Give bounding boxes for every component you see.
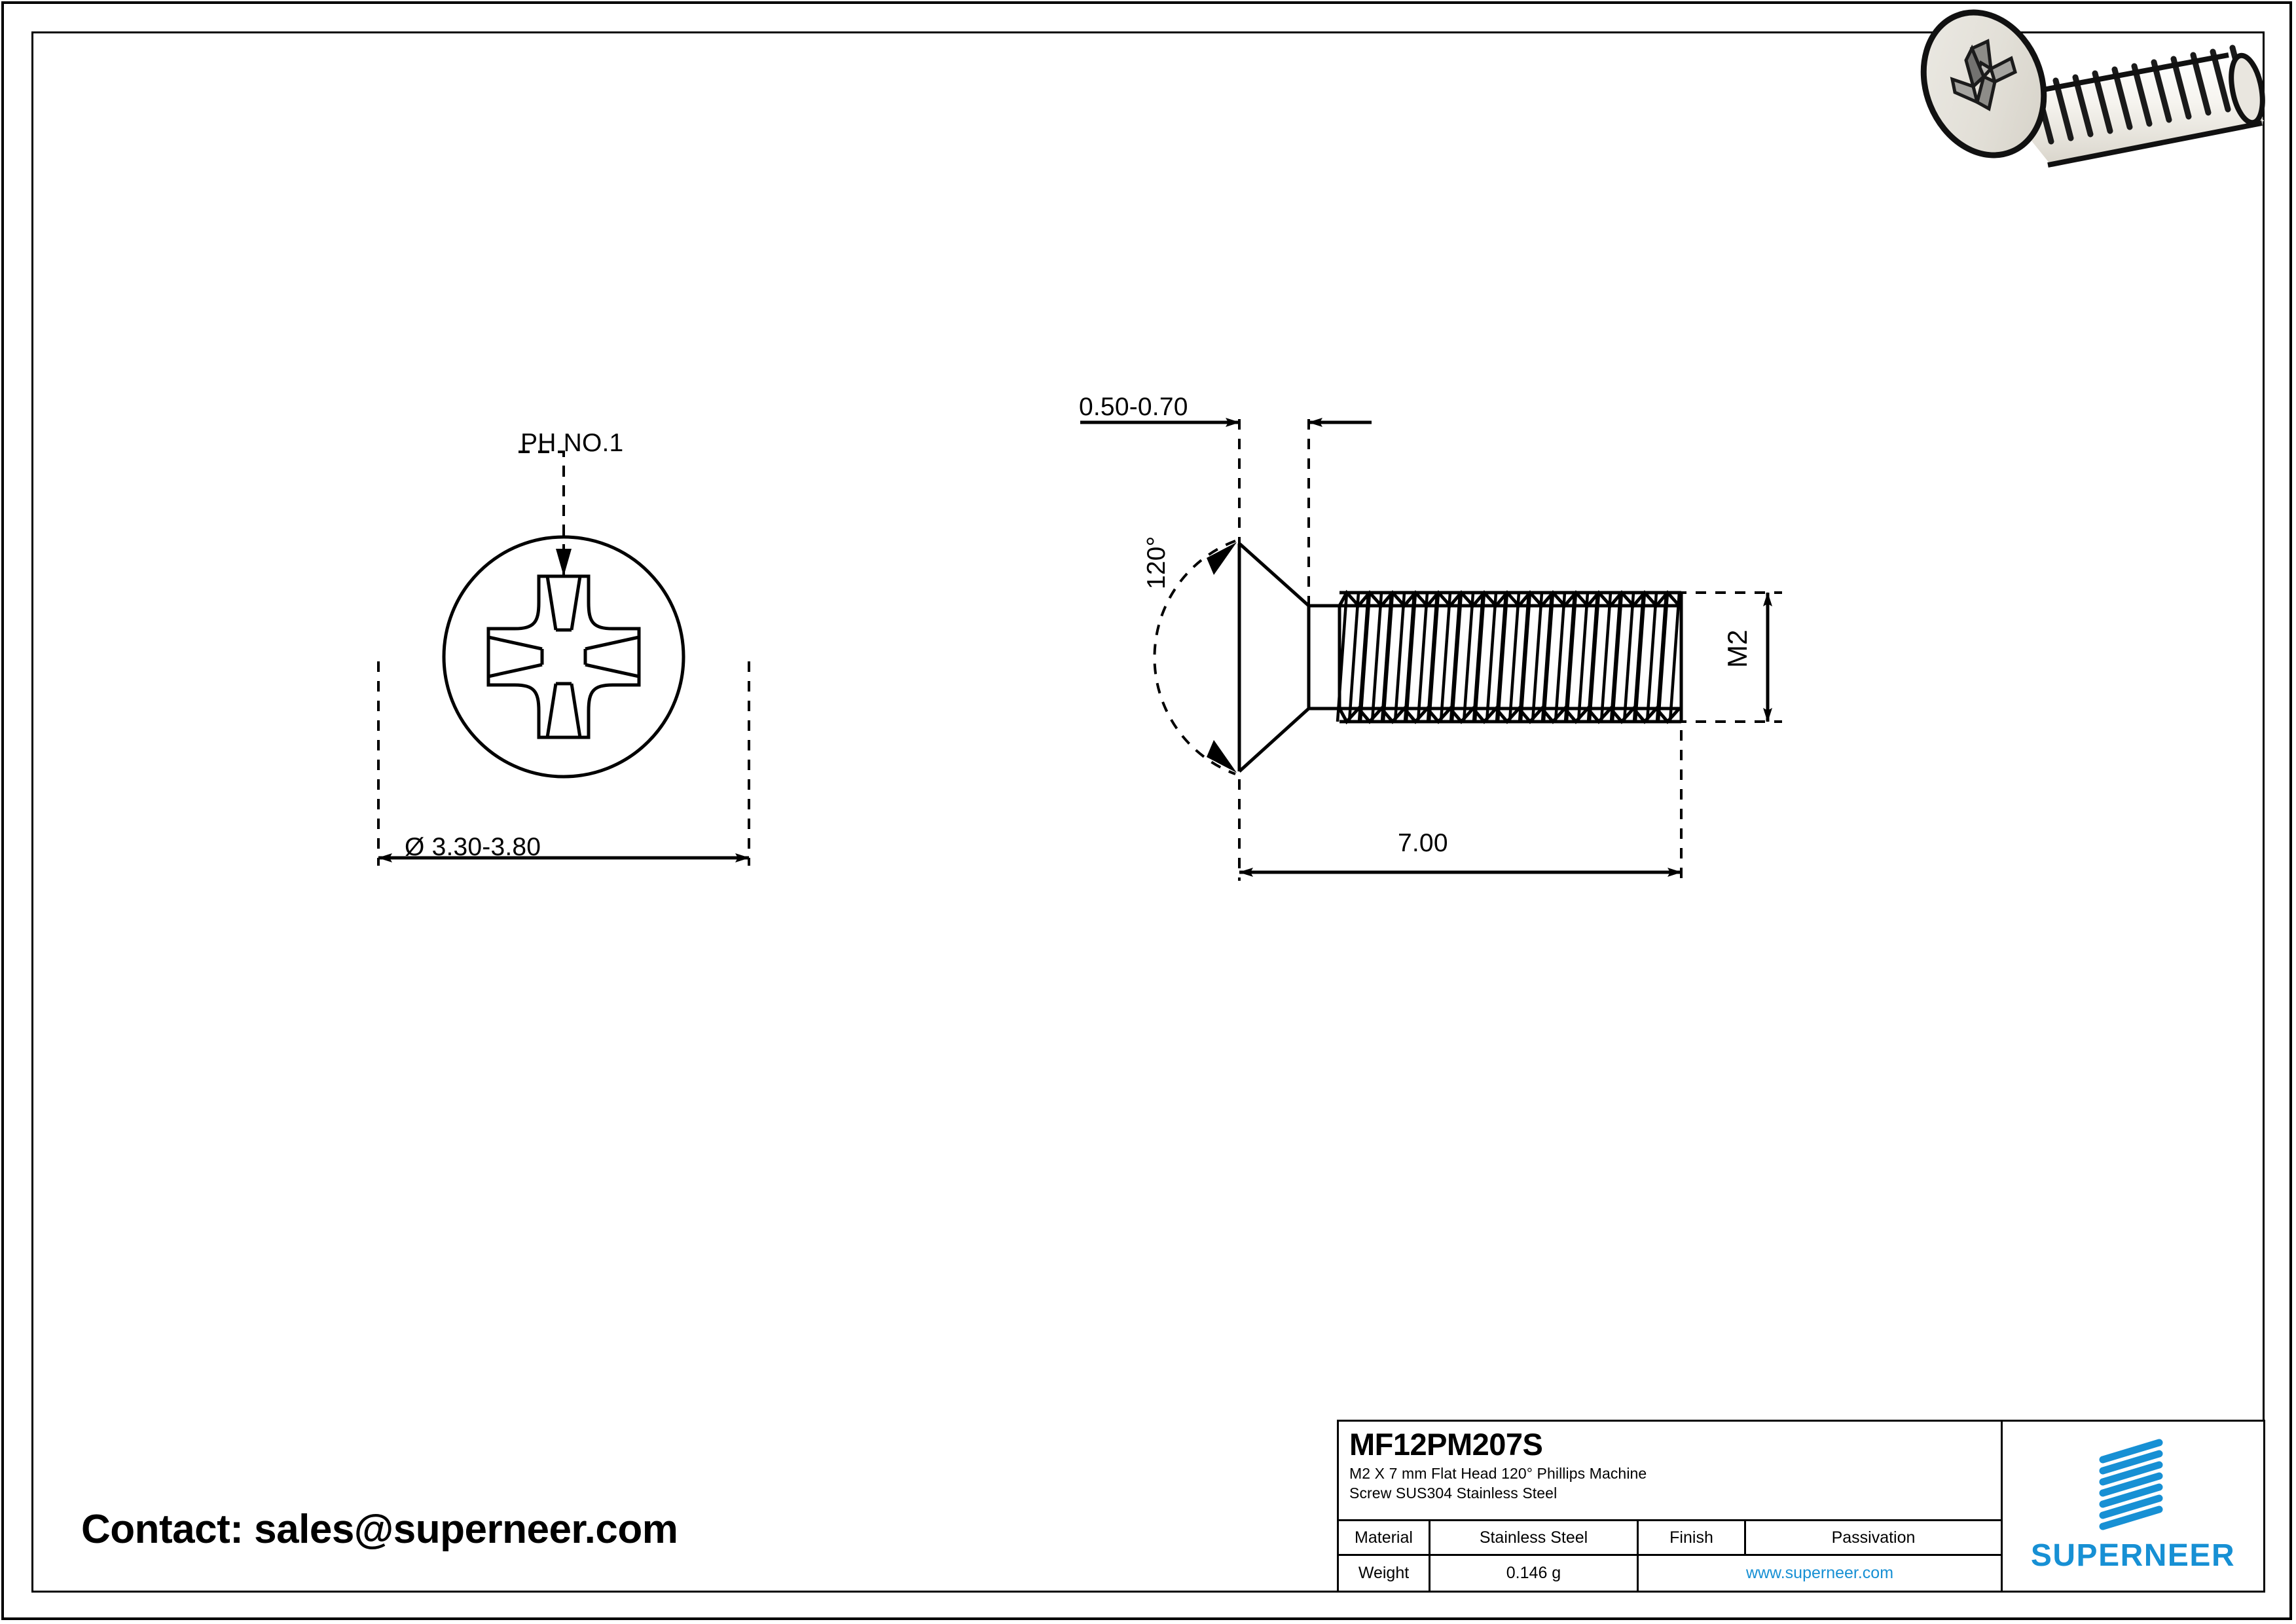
length-label: 7.00: [1398, 829, 1448, 857]
spec-row-weight: Weight 0.146 g www.superneer.com: [1339, 1556, 2001, 1591]
thread-crest-profile: [1338, 589, 1681, 725]
contact-text: Contact: sales@superneer.com: [81, 1507, 678, 1552]
part-number: MF12PM207S: [1349, 1427, 1543, 1462]
angle-arrow-top: [1207, 542, 1237, 575]
front-view-group: [377, 451, 750, 866]
weight-label: Weight: [1339, 1556, 1430, 1591]
brand-name: SUPERNEER: [2030, 1538, 2236, 1573]
superneer-logo-icon: [2099, 1439, 2163, 1530]
drawing-frame-inner: [31, 31, 2265, 1593]
phillips-recess: [486, 574, 641, 739]
drive-callout-label: PH NO.1: [520, 429, 624, 457]
title-block: MF12PM207S M2 X 7 mm Flat Head 120° Phil…: [1337, 1420, 2265, 1593]
head-diameter-label: Ø 3.30-3.80: [405, 833, 541, 861]
diameter-extension-lines: [377, 661, 750, 866]
side-view-group: [1080, 418, 1782, 881]
thread-helix-lines: [1336, 592, 1681, 722]
part-description-section: MF12PM207S M2 X 7 mm Flat Head 120° Phil…: [1339, 1422, 2001, 1521]
length-extension-lines: [1238, 730, 1683, 881]
countersunk-head-profile: [1237, 542, 1341, 773]
material-label: Material: [1339, 1521, 1430, 1554]
thread-size-label: M2: [1722, 629, 1753, 668]
material-value: Stainless Steel: [1430, 1521, 1639, 1554]
brand-panel: SUPERNEER: [2003, 1422, 2263, 1591]
weight-value: 0.146 g: [1430, 1556, 1639, 1591]
website-link[interactable]: www.superneer.com: [1745, 1564, 1894, 1582]
head-thickness-extensions: [1238, 419, 1310, 612]
part-description-line-1: M2 X 7 mm Flat Head 120° Phillips Machin…: [1349, 1465, 1647, 1483]
ph-callout-arrow: [556, 549, 572, 576]
finish-label: Finish: [1639, 1521, 1746, 1554]
spec-row-material: Material Stainless Steel Finish Passivat…: [1339, 1521, 2001, 1556]
isometric-render-group: [1920, 9, 2265, 168]
head-thickness-label: 0.50-0.70: [1079, 393, 1188, 421]
render-phillips-recess: [1950, 39, 2017, 111]
head-outline-circle: [442, 535, 685, 779]
render-shank: [2000, 45, 2265, 168]
spec-table: Material Stainless Steel Finish Passivat…: [1339, 1521, 2001, 1591]
head-angle-label: 120°: [1142, 536, 1171, 589]
finish-value: Passivation: [1831, 1528, 1916, 1547]
part-description-line-2: Screw SUS304 Stainless Steel: [1349, 1485, 1558, 1502]
title-block-left: MF12PM207S M2 X 7 mm Flat Head 120° Phil…: [1339, 1422, 2003, 1591]
angle-arrow-bottom: [1207, 740, 1237, 773]
ph-callout-leader: [517, 451, 565, 575]
head-angle-arc: [1153, 540, 1236, 775]
